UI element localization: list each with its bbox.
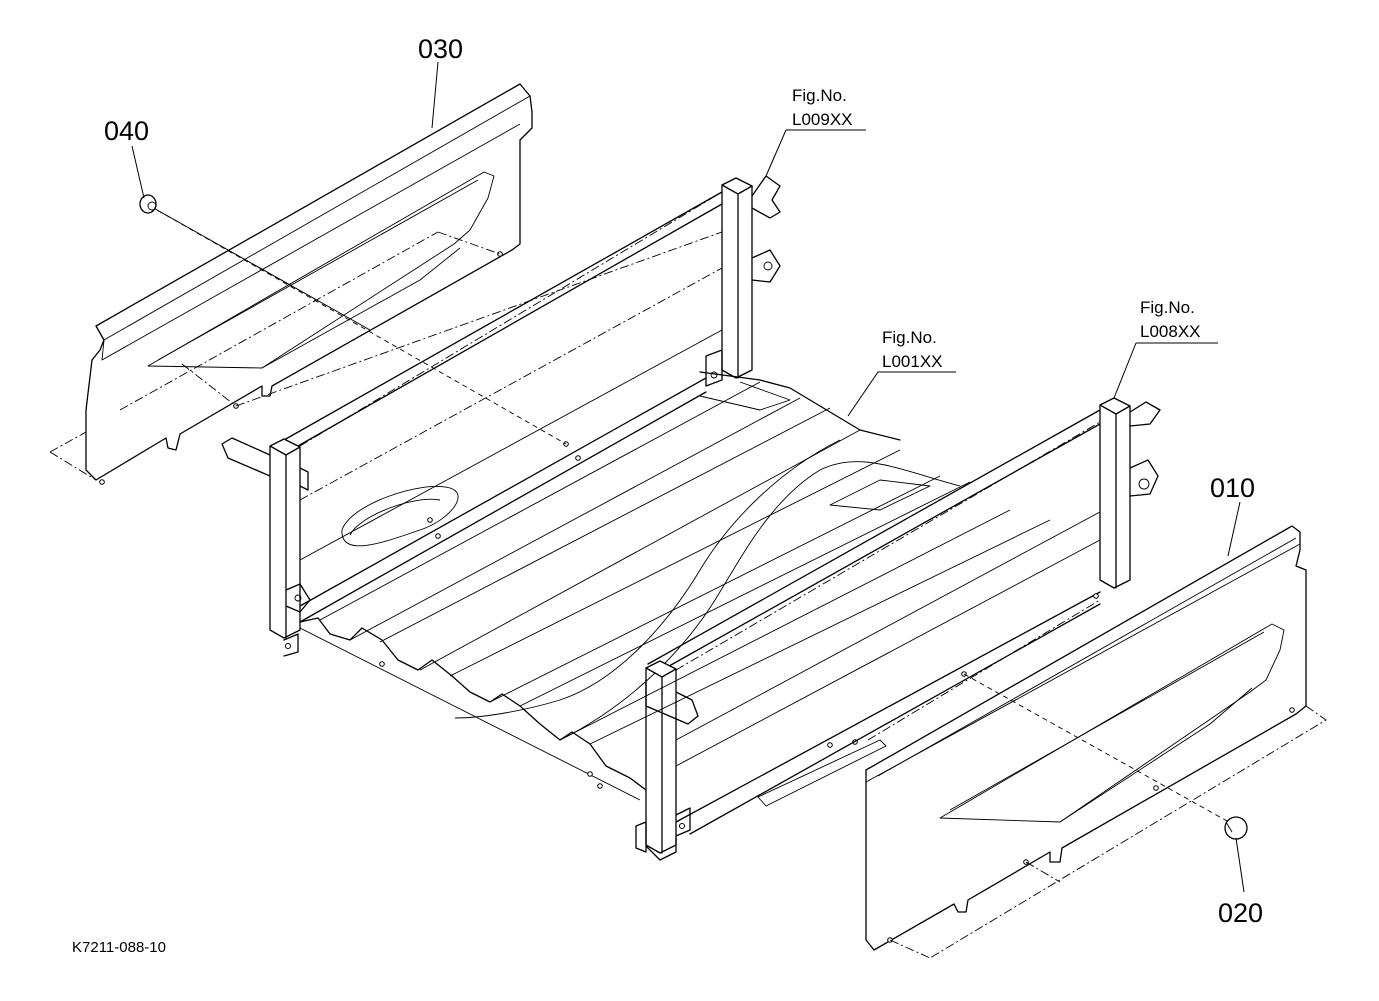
fig-ref-l008-line1: Fig.No. — [1140, 298, 1195, 317]
right-frame — [635, 397, 1161, 861]
side-panel-030 — [85, 83, 533, 485]
left-frame — [221, 175, 781, 657]
drawing-code: K7211-088-10 — [72, 939, 166, 956]
part-label-010: 010 — [1210, 473, 1255, 503]
bolt-040 — [139, 194, 157, 214]
fig-ref-l009-line2: L009XX — [792, 110, 853, 129]
part-label-040: 040 — [104, 116, 149, 146]
fig-ref-l001-line2: L001XX — [882, 352, 943, 371]
part-label-030: 030 — [418, 34, 463, 64]
assembly-lines — [49, 191, 1327, 959]
side-panel-010 — [865, 525, 1307, 951]
fig-ref-l001-line1: Fig.No. — [882, 328, 937, 347]
fig-ref-l009-line1: Fig.No. — [792, 86, 847, 105]
fig-ref-l008-line2: L008XX — [1140, 322, 1201, 341]
bolt-020 — [1224, 816, 1248, 840]
leaders — [131, 61, 1245, 893]
part-label-020: 020 — [1218, 898, 1263, 928]
cargo-bed-floor — [299, 371, 1051, 807]
